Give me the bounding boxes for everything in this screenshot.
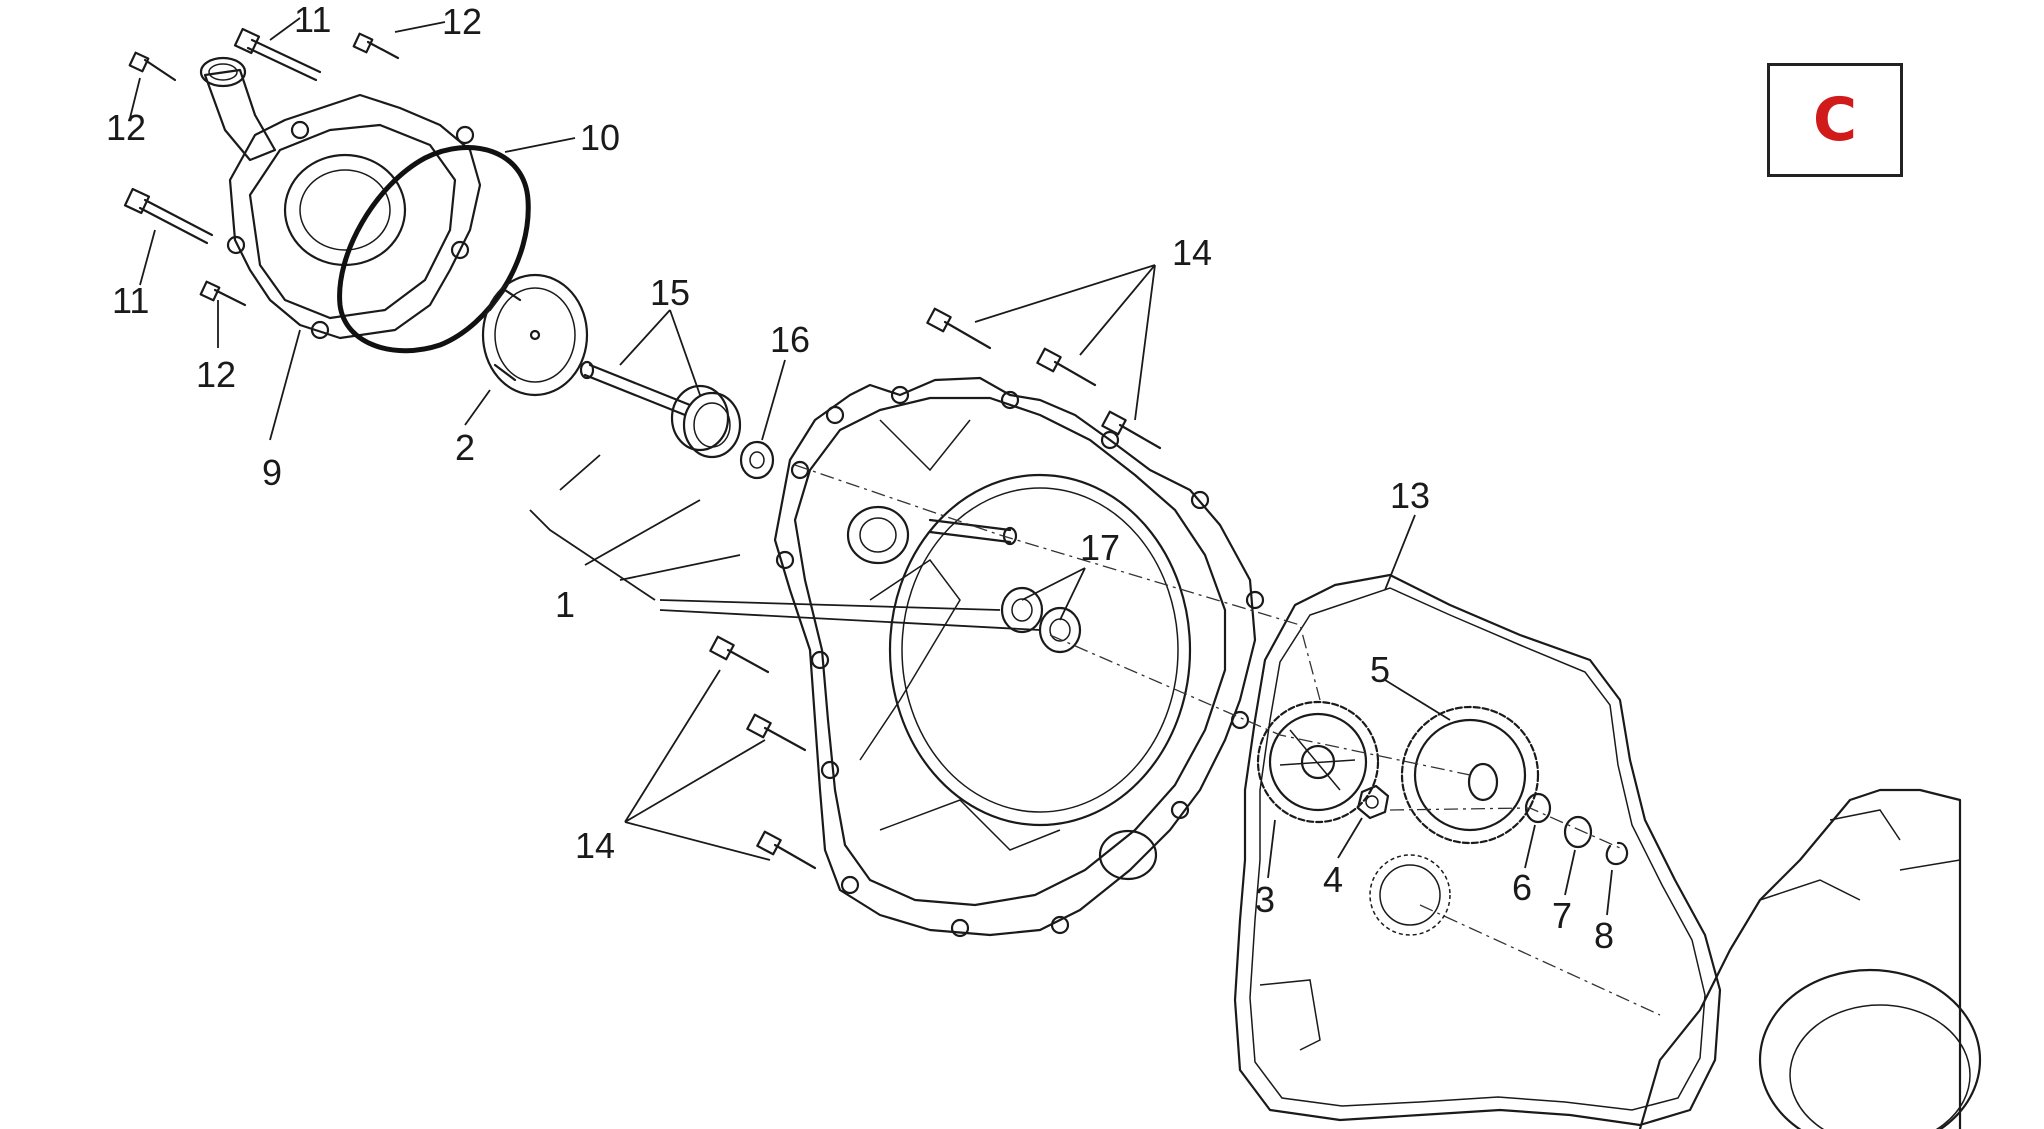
callout-6: 6 <box>1512 867 1532 908</box>
callout-14: 14 <box>575 825 615 866</box>
callout-17: 17 <box>1080 527 1120 568</box>
part-16-washer <box>739 440 775 480</box>
callout-10: 10 <box>580 117 620 158</box>
callout-15: 15 <box>650 272 690 313</box>
part-7-washer <box>1563 815 1593 849</box>
callout-7: 7 <box>1552 895 1572 936</box>
section-label: C <box>1812 85 1858 155</box>
callout-14: 14 <box>1172 232 1212 273</box>
callout-labels: 11 12 12 10 11 12 9 2 15 16 14 1 17 13 1… <box>106 0 1614 956</box>
callout-2: 2 <box>455 427 475 468</box>
part-5-gear <box>1369 705 1540 936</box>
part-2-impeller <box>481 273 589 397</box>
callout-12: 12 <box>442 1 482 42</box>
callout-11: 11 <box>294 0 331 40</box>
part-10-o-ring <box>337 144 531 354</box>
part-3-gear <box>1256 700 1380 824</box>
part-14-bolts <box>709 307 1162 870</box>
callout-8: 8 <box>1594 915 1614 956</box>
callout-12: 12 <box>106 107 146 148</box>
part-4-nut <box>1356 784 1390 820</box>
part-13-gasket <box>1233 573 1722 1127</box>
callout-1: 1 <box>555 584 575 625</box>
callout-4: 4 <box>1323 859 1343 900</box>
callout-13: 13 <box>1390 475 1430 516</box>
section-label-box: C <box>1767 63 1903 177</box>
part-11-12-bolts <box>123 27 400 307</box>
callout-9: 9 <box>262 452 282 493</box>
part-1-crankcase-cover <box>773 376 1265 938</box>
callout-11: 11 <box>112 280 149 321</box>
callout-5: 5 <box>1370 649 1390 690</box>
callout-3: 3 <box>1255 879 1275 920</box>
leader-lines <box>129 17 1613 916</box>
part-9-pump-cover <box>199 56 482 340</box>
part-8-circlip <box>1605 841 1629 866</box>
part-15-shaft-seal <box>579 360 742 459</box>
callout-12: 12 <box>196 354 236 395</box>
engine-block-fragment <box>1638 788 1982 1129</box>
callout-16: 16 <box>770 319 810 360</box>
alignment-lines <box>794 464 1661 1016</box>
